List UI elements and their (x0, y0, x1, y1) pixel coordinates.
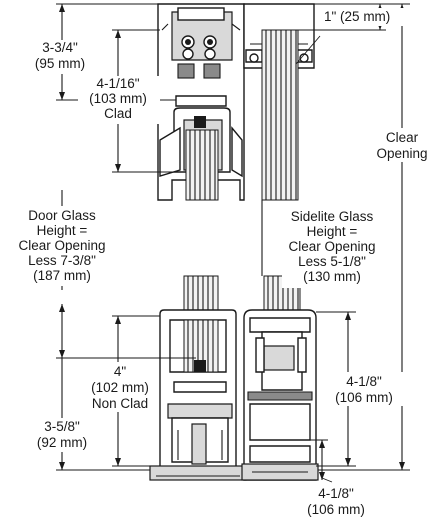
sidelite-glass-top (261, 29, 299, 201)
label-sidelite-glass-line5: (130 mm) (303, 269, 361, 284)
label-door-bottom-nonclad-line2: (102 mm) (91, 380, 149, 395)
label-door-top-head-line2: (95 mm) (35, 56, 85, 71)
label-sidelite-bottom-rail: 4-1/8" (106 mm) (324, 372, 404, 406)
label-sidelite-glass-line1: Sidelite Glass (291, 209, 374, 224)
label-door-glass-line4: Less 7-3/8" (28, 253, 96, 268)
label-sidelite-glass-line2: Height = (307, 224, 358, 239)
label-door-bottom-nonclad-line3: Non Clad (92, 396, 148, 411)
door-bottom-profile (149, 309, 247, 481)
door-glass-top (185, 129, 219, 201)
label-door-glass: Door Glass Height = Clear Opening Less 7… (18, 206, 106, 286)
label-door-bottom-nonclad: 4" (102 mm) Non Clad (84, 362, 158, 412)
door-head-cap (177, 7, 225, 21)
label-door-top-clad: 4-1/16" (103 mm) Clad (78, 76, 160, 124)
sidelite-bottom-profile (241, 309, 319, 481)
label-sidelite-glass: Sidelite Glass Height = Clear Opening Le… (282, 208, 382, 288)
label-door-top-clad-line2: (103 mm) (89, 91, 147, 106)
label-door-glass-line5: (187 mm) (33, 268, 91, 283)
label-clear-opening-line2: Opening (376, 146, 427, 161)
label-door-glass-line2: Height = (37, 223, 88, 238)
label-sidelite-bottom-sill-line1: 4-1/8" (318, 486, 354, 501)
label-sidelite-glass-line3: Clear Opening (288, 239, 375, 254)
door-sill (149, 465, 247, 481)
label-sidelite-bottom-sill: 4-1/8" (106 mm) (296, 484, 376, 520)
label-sidelite-bottom-sill-line2: (106 mm) (307, 502, 365, 517)
label-sidelite-bottom-rail-line2: (106 mm) (335, 390, 393, 405)
label-door-glass-line3: Clear Opening (18, 238, 105, 253)
label-door-bottom-sill-line1: 3-5/8" (44, 419, 80, 434)
label-door-glass-line1: Door Glass (28, 208, 96, 223)
label-door-top-clad-line3: Clad (104, 106, 132, 121)
label-sidelite-top-head-text: 1" (25 mm) (324, 9, 390, 24)
label-clear-opening-line1: Clear (386, 130, 419, 145)
label-clear-opening: Clear Opening (374, 128, 430, 162)
label-door-bottom-sill-line2: (92 mm) (37, 435, 87, 450)
label-door-bottom-sill: 3-5/8" (92 mm) (24, 418, 100, 452)
label-sidelite-bottom-rail-line1: 4-1/8" (346, 374, 382, 389)
label-door-top-head-line1: 3-3/4" (42, 40, 78, 55)
label-door-top-clad-line1: 4-1/16" (96, 76, 139, 91)
label-sidelite-glass-line4: Less 5-1/8" (298, 254, 366, 269)
label-door-top-head: 3-3/4" (95 mm) (22, 40, 102, 74)
label-door-bottom-nonclad-line1: 4" (114, 364, 127, 379)
label-sidelite-top-head: 1" (25 mm) (322, 8, 426, 26)
